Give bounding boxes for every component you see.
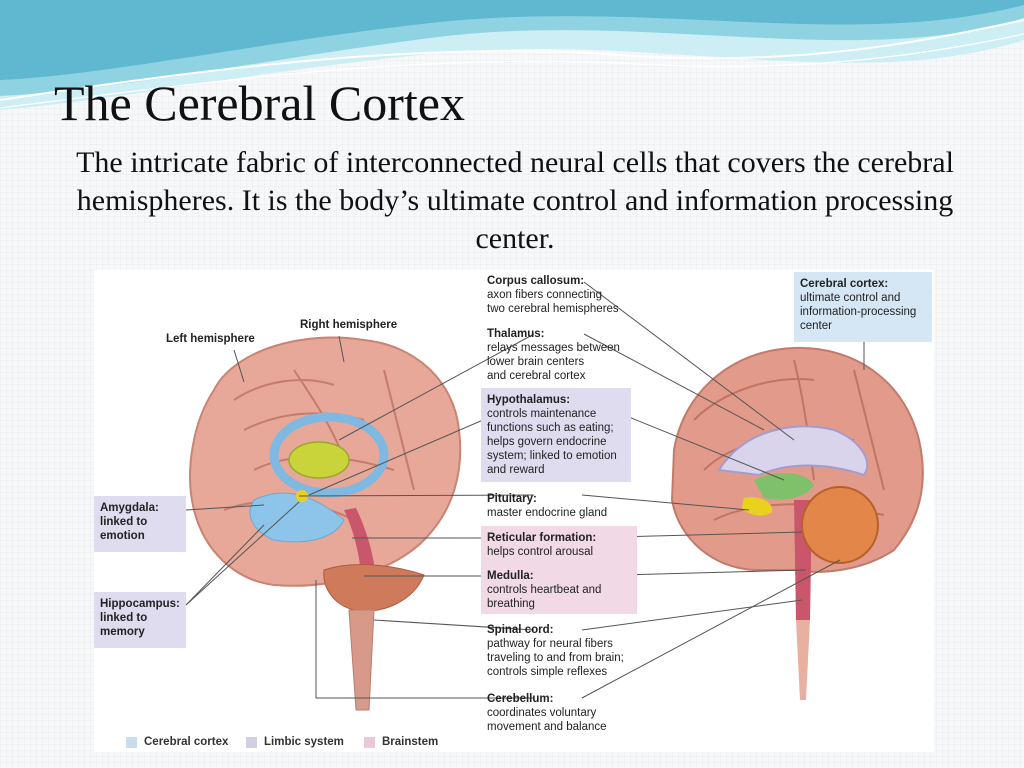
legend-cerebral-cortex: Cerebral cortex: [126, 736, 228, 748]
spinal-cord-label: Spinal cord: pathway for neural fibers t…: [487, 624, 624, 678]
brainstem-box: Reticular formation: helps control arous…: [481, 526, 637, 614]
brain-diagram: Left hemisphere Right hemisphere Corpus …: [94, 270, 934, 752]
header-waves: [0, 0, 1024, 110]
legend-limbic-system: Limbic system: [246, 736, 344, 748]
hypothalamus-label: Hypothalamus: controls maintenance funct…: [481, 388, 631, 482]
right-hemisphere-label: Right hemisphere: [300, 319, 398, 331]
corpus-callosum-label: Corpus callosum: axon fibers connecting …: [487, 275, 619, 315]
cerebellum-label: Cerebellum: coordinates voluntary moveme…: [487, 693, 607, 733]
hippocampus-label: Hippocampus: linked to memory: [94, 592, 186, 648]
left-brain-image: [189, 336, 462, 711]
callout-lines: [185, 281, 865, 699]
pituitary-label: Pituitary: master endocrine gland: [487, 493, 608, 519]
right-brain-image: [670, 346, 924, 700]
slide-subtitle: The intricate fabric of interconnected n…: [76, 146, 954, 255]
legend-swatch: [364, 736, 375, 748]
legend-brainstem: Brainstem: [364, 736, 438, 748]
brain-illustration: [185, 281, 924, 711]
thalamus-label: Thalamus: relays messages between lower …: [487, 328, 620, 382]
reticular-formation-label: Reticular formation: helps control arous…: [487, 532, 597, 558]
amygdala-label: Amygdala: linked to emotion: [94, 496, 186, 552]
slide-title: The Cerebral Cortex: [54, 75, 465, 131]
legend-swatch: [126, 736, 137, 748]
medulla-label: Medulla: controls heartbeat and breathin…: [487, 570, 602, 610]
cerebral-cortex-label: Cerebral cortex: ultimate control and in…: [794, 272, 932, 342]
left-hemisphere-label: Left hemisphere: [166, 333, 255, 345]
legend-swatch: [246, 736, 257, 748]
